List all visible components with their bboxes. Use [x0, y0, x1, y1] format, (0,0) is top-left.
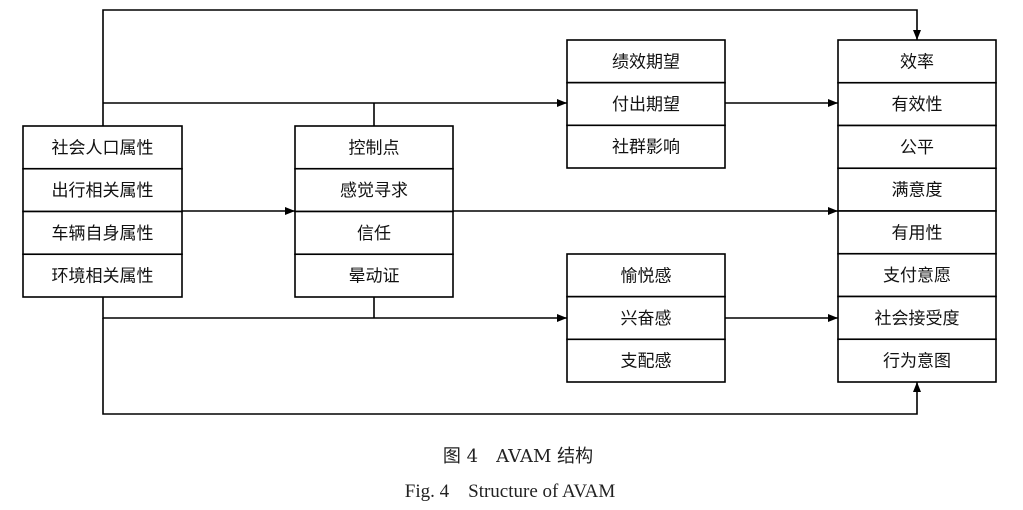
- box-cell-label: 控制点: [349, 138, 400, 158]
- box-cell: [566, 81, 726, 127]
- box-cell: [294, 253, 454, 298]
- box-cell-label: 付出期望: [612, 95, 680, 115]
- box-cell-label: 支配感: [621, 352, 672, 372]
- box-cell: [566, 124, 726, 169]
- arrow-left-top-to-right: [102, 9, 921, 126]
- box-cell-label: 公平: [900, 138, 934, 158]
- box-cell-label: 兴奋感: [621, 309, 672, 329]
- box-cell: [837, 167, 997, 212]
- box-cell: [837, 210, 997, 255]
- caption-zh: 图 4 AVAM 结构: [443, 446, 593, 467]
- box-cell-label: 愉悦感: [621, 266, 672, 286]
- box-cell: [837, 338, 997, 383]
- box-cell: [837, 124, 997, 170]
- box-cell: [294, 125, 454, 170]
- box-cell: [837, 295, 997, 341]
- box-cell-label: 社会接受度: [875, 309, 960, 329]
- box-cell-label: 行为意图: [883, 352, 951, 372]
- box-cell-label: 晕动证: [349, 267, 400, 287]
- box-cell: [22, 210, 183, 256]
- box-cell: [294, 210, 454, 256]
- caption-en: Fig. 4 Structure of AVAM: [405, 481, 616, 502]
- box-cell-label: 感觉寻求: [340, 181, 408, 201]
- box-cell: [837, 39, 997, 84]
- box-cell-label: 绩效期望: [612, 52, 680, 72]
- box-cell: [837, 81, 997, 127]
- box-cell-label: 效率: [900, 52, 934, 72]
- box-cell: [294, 167, 454, 213]
- box-cell-label: 有效性: [892, 95, 943, 115]
- box-cell: [566, 338, 726, 383]
- arrow-left-bottom-to-right: [102, 318, 921, 415]
- box-cell: [22, 253, 183, 298]
- box-cell-label: 满意度: [892, 181, 943, 201]
- box-cell-label: 出行相关属性: [52, 181, 154, 201]
- box-cell-label: 环境相关属性: [52, 267, 154, 287]
- box-cell-label: 车辆自身属性: [52, 224, 154, 244]
- connectors: [102, 9, 921, 415]
- box-cell-label: 社会人口属性: [52, 138, 154, 158]
- box-cell: [566, 253, 726, 298]
- box-cell-label: 信任: [357, 224, 391, 244]
- box-cell: [566, 295, 726, 341]
- box-cell: [22, 167, 183, 213]
- box-cell-label: 支付意愿: [883, 266, 951, 286]
- arrow-to-bottom-box: [102, 297, 567, 322]
- box-cell-label: 社群影响: [612, 138, 680, 158]
- box-cell-label: 有用性: [892, 223, 943, 243]
